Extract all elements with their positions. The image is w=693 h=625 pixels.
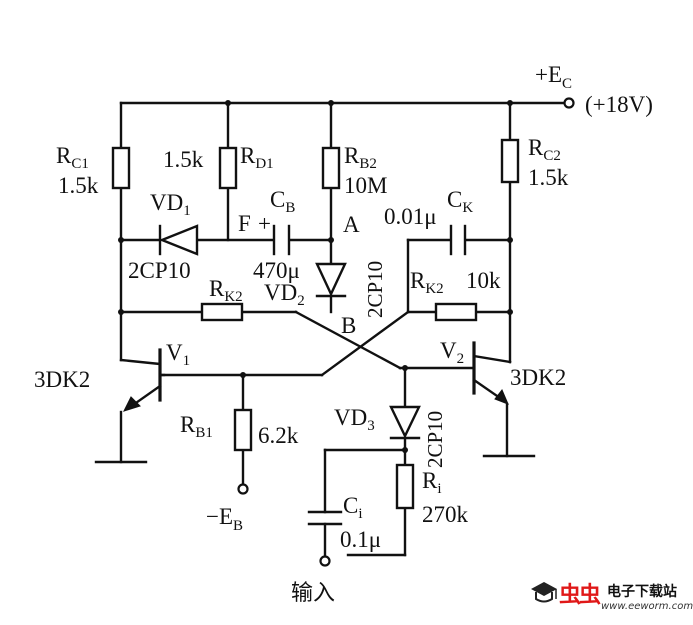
resistor-rb2 xyxy=(321,146,341,190)
neg-supply-label: −EB xyxy=(206,504,243,534)
wiring xyxy=(118,101,513,559)
v1-value: 3DK2 xyxy=(34,367,90,392)
rc1-name: RC1 xyxy=(56,143,89,172)
resistor-rk2-left xyxy=(200,302,244,322)
ci-name: Ci xyxy=(343,493,363,522)
rb1-value: 6.2k xyxy=(258,423,299,448)
vd3-value: 2CP10 xyxy=(423,411,447,468)
vd1-name: VD1 xyxy=(150,190,191,219)
rc2-name: RC2 xyxy=(528,135,561,164)
rd1-value: 1.5k xyxy=(163,147,204,172)
cb-value: 470μ xyxy=(253,258,300,283)
supply-rail xyxy=(119,100,569,106)
node-a-label: A xyxy=(343,212,360,237)
rb2-name: RB2 xyxy=(344,143,377,172)
vd3-name: VD3 xyxy=(334,405,375,434)
v1-name: V1 xyxy=(166,340,190,369)
watermark-brand: 虫虫 xyxy=(559,583,601,608)
diode-vd2 xyxy=(315,262,347,298)
ri-value: 270k xyxy=(422,502,469,527)
supply-voltage-label: (+18V) xyxy=(585,92,653,117)
rb1-name: RB1 xyxy=(180,412,213,441)
resistor-rb1 xyxy=(233,408,253,452)
node-f-label: F xyxy=(238,211,251,236)
resistor-rk2-right xyxy=(434,302,478,322)
v2-name: V2 xyxy=(440,338,464,367)
resistor-rc1 xyxy=(111,146,131,190)
ck-name: CK xyxy=(447,187,473,216)
watermark-title: 电子下载站 xyxy=(607,584,677,600)
resistor-rd1 xyxy=(218,146,238,190)
ci-value: 0.1μ xyxy=(340,527,381,552)
neg-supply-terminal xyxy=(237,483,249,495)
rd1-name: RD1 xyxy=(240,143,274,172)
ck-value: 0.01μ xyxy=(384,204,437,229)
capacitor-ci xyxy=(307,510,343,526)
transistor-v2 xyxy=(472,341,536,458)
graduation-cap-icon xyxy=(531,582,557,603)
rk2-left-name: RK2 xyxy=(209,276,243,305)
vd2-value: 2CP10 xyxy=(363,261,387,318)
capacitor-cb xyxy=(272,224,291,256)
cb-name: CB xyxy=(270,187,295,216)
input-terminal xyxy=(319,555,331,567)
rc2-value: 1.5k xyxy=(528,165,569,190)
transistor-v1 xyxy=(94,348,166,464)
cb-plus-label: + xyxy=(258,211,271,236)
ri-name: Ri xyxy=(422,468,442,497)
rb2-value: 10M xyxy=(344,173,387,198)
resistor-rc2 xyxy=(500,138,520,184)
vd1-value: 2CP10 xyxy=(128,258,191,283)
v2-value: 3DK2 xyxy=(510,365,566,390)
rk2-right-name: RK2 xyxy=(410,268,444,297)
rc1-value: 1.5k xyxy=(58,173,99,198)
capacitor-ck xyxy=(449,224,467,256)
vd2-name: VD2 xyxy=(264,280,305,309)
supply-label: +EC xyxy=(535,62,572,92)
node-b-label: B xyxy=(341,313,356,338)
supply-terminal xyxy=(563,97,575,109)
input-label: 输入 xyxy=(291,581,335,606)
watermark-logo: 虫虫 电子下载站 www.eeworm.com xyxy=(527,575,693,619)
watermark-url: www.eeworm.com xyxy=(601,601,693,612)
diode-vd1 xyxy=(158,224,199,256)
diode-vd3 xyxy=(389,405,421,440)
resistor-ri xyxy=(395,463,415,510)
rk2-right-value: 10k xyxy=(466,268,501,293)
